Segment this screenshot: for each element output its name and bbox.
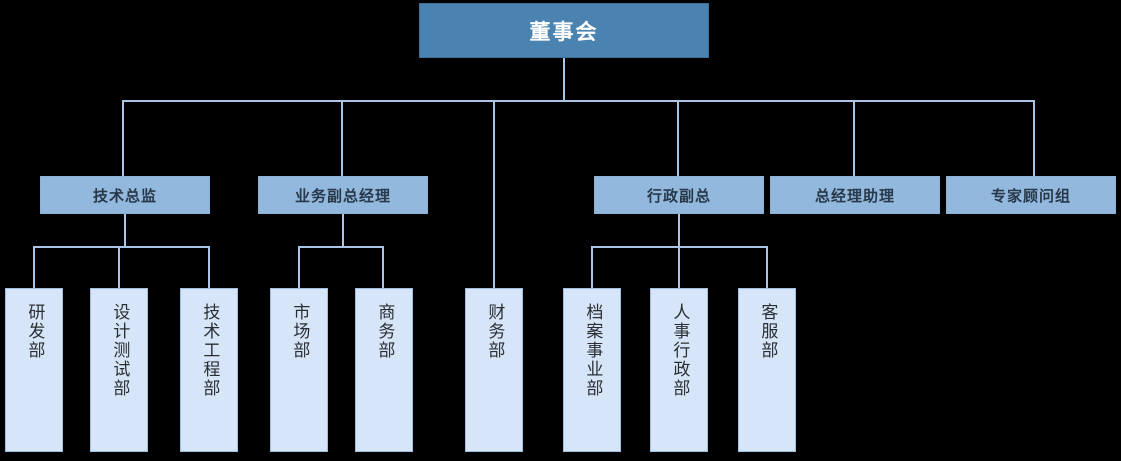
node-label: 商务部 [375,303,395,360]
connector-drop-commerce-dept [382,246,384,288]
connector-drop-hr-admin-dept [678,246,680,288]
node-label: 技术工程部 [200,303,220,398]
connector-drop-admin-vp [677,100,679,176]
node-label: 财务部 [485,303,505,360]
node-label: 总经理助理 [814,187,895,205]
connector-admin-stem [678,213,680,247]
connector-tech-bus [33,246,209,248]
node-label: 行政副总 [646,187,711,205]
connector-drop-gm-assistant [853,100,855,176]
node-board-of-directors[interactable]: 董事会 [419,3,709,58]
node-tech-engineering-dept[interactable]: 技术工程部 [180,288,238,452]
node-commerce-dept[interactable]: 商务部 [355,288,413,452]
connector-business-stem [342,213,344,247]
connector-drop-business-vp [341,100,343,176]
connector-drop-customer-service-dept [766,246,768,288]
node-label: 档案事业部 [583,303,603,398]
connector-drop-archive-dept [591,246,593,288]
connector-l1-stem [563,58,565,102]
connector-business-bus [298,246,384,248]
node-expert-advisory-group[interactable]: 专家顾问组 [946,176,1116,214]
connector-drop-tech-director [122,100,124,176]
node-hr-admin-dept[interactable]: 人事行政部 [650,288,708,452]
node-label: 业务副总经理 [294,187,391,205]
node-label: 技术总监 [92,187,157,205]
node-label: 设计测试部 [110,303,130,398]
node-gm-assistant[interactable]: 总经理助理 [770,176,940,214]
node-rd-dept[interactable]: 研发部 [5,288,63,452]
connector-l1-bus [122,100,1035,102]
node-market-dept[interactable]: 市场部 [270,288,328,452]
connector-drop-expert-group [1033,100,1035,176]
connector-tech-stem [124,213,126,247]
connector-drop-market-dept [298,246,300,288]
node-label: 人事行政部 [670,303,690,398]
node-label: 研发部 [25,303,45,360]
connector-drop-design-test-dept [118,246,120,288]
node-customer-service-dept[interactable]: 客服部 [738,288,796,452]
connector-drop-finance-dept [493,100,495,288]
node-design-test-dept[interactable]: 设计测试部 [90,288,148,452]
node-tech-director[interactable]: 技术总监 [40,176,210,214]
node-label: 专家顾问组 [990,187,1071,205]
node-finance-dept[interactable]: 财务部 [465,288,523,452]
connector-drop-rd-dept [33,246,35,288]
connector-drop-tech-eng-dept [208,246,210,288]
node-label: 客服部 [758,303,778,360]
node-label: 董事会 [529,20,599,44]
node-admin-vp[interactable]: 行政副总 [594,176,764,214]
node-archive-business-dept[interactable]: 档案事业部 [563,288,621,452]
node-business-vp[interactable]: 业务副总经理 [258,176,428,214]
node-label: 市场部 [290,303,310,360]
